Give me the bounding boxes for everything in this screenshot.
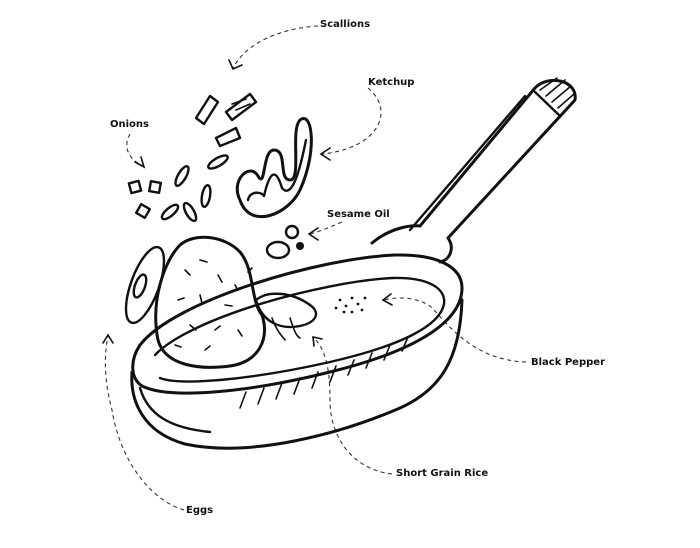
- egg-slices: [124, 245, 166, 325]
- label-scallions: Scallions: [320, 19, 371, 30]
- label-black-pepper: Black Pepper: [531, 357, 605, 368]
- label-ketchup: Ketchup: [368, 77, 415, 88]
- arrow-heads: [102, 59, 393, 347]
- leader-sesame-oil: [309, 221, 343, 235]
- leader-black-pepper: [383, 297, 527, 363]
- pan-body: [130, 253, 464, 450]
- pan-handle: [370, 77, 577, 264]
- leader-eggs: [104, 335, 185, 511]
- black-pepper-specks: [334, 296, 367, 314]
- leader-short-grain-rice: [313, 337, 393, 475]
- leader-onions: [126, 133, 144, 167]
- leader-lines: [104, 25, 527, 511]
- onion-pieces: [127, 154, 229, 223]
- leader-scallions: [232, 25, 319, 69]
- label-eggs: Eggs: [186, 505, 214, 516]
- label-sesame-oil: Sesame Oil: [327, 209, 390, 220]
- sesame-oil-drops: [265, 224, 304, 260]
- ketchup-squiggle: [235, 116, 313, 219]
- label-short-grain-rice: Short Grain Rice: [396, 468, 489, 479]
- egg-piece: [254, 292, 318, 341]
- leader-ketchup: [321, 87, 382, 155]
- label-onions: Onions: [110, 119, 149, 130]
- rice-mound: [154, 235, 266, 369]
- scallion-pieces: [194, 92, 258, 148]
